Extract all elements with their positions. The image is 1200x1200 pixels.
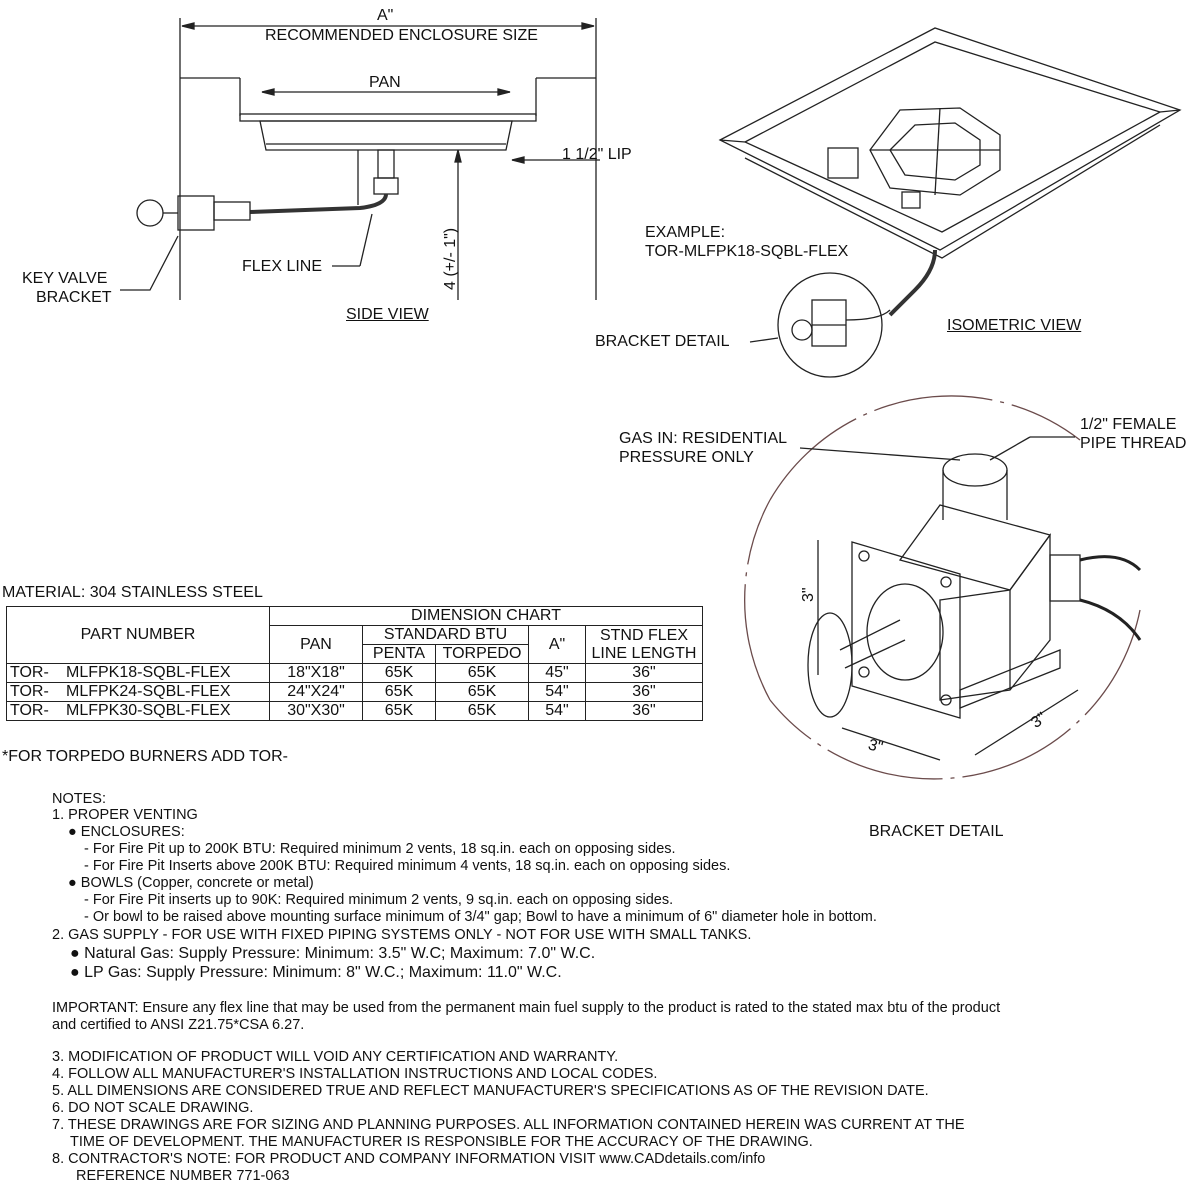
flex-length: 36" [585,701,703,721]
table-row: TOR- MLFPK24-SQBL-FLEX 24"X24" 65K 65K 5… [6,682,703,702]
gas-in-label-2: PRESSURE ONLY [619,449,754,466]
pipe-thread-label-2: PIPE THREAD [1080,435,1187,452]
table-row: TOR- MLFPK30-SQBL-FLEX 30"X30" 65K 65K 5… [6,701,703,721]
dim-a-label: A" [377,7,394,24]
example-part-number: TOR-MLFPK18-SQBL-FLEX [645,243,849,260]
col-penta: PENTA [362,644,436,664]
part-number: MLFPK30-SQBL-FLEX [63,701,270,721]
pan-size: 18"X18" [269,663,363,683]
pipe-thread-label-1: 1/2" FEMALE [1080,416,1177,433]
part-number: MLFPK18-SQBL-FLEX [63,663,270,683]
a-size: 45" [528,663,586,683]
col-flex-length: STND FLEX LINE LENGTH [585,625,703,664]
note-4: 4. FOLLOW ALL MANUFACTURER'S INSTALLATIO… [52,1066,658,1082]
part-prefix: TOR- [6,682,63,702]
flex-length: 36" [585,663,703,683]
bracket-detail-drawing [744,395,1142,780]
note-1a1: - For Fire Pit up to 200K BTU: Required … [84,841,676,857]
a-size: 54" [528,701,586,721]
note-1b2: - Or bowl to be raised above mounting su… [84,909,877,925]
col-pan: PAN [269,625,363,664]
pan-size: 30"X30" [269,701,363,721]
table-footnote: *FOR TORPEDO BURNERS ADD TOR- [2,748,288,765]
lip-label: 1 1/2" LIP [562,146,632,163]
note-2: 2. GAS SUPPLY - FOR USE WITH FIXED PIPIN… [52,927,752,943]
note-8b: REFERENCE NUMBER 771-063 [76,1168,290,1184]
chart-title: DIMENSION CHART [269,606,703,626]
notes-heading: NOTES: [52,791,106,807]
note-5: 5. ALL DIMENSIONS ARE CONSIDERED TRUE AN… [52,1083,929,1099]
torpedo-btu: 65K [435,682,529,702]
dimension-chart: PART NUMBER DIMENSION CHART PAN STANDARD… [6,606,703,721]
note-7b: TIME OF DEVELOPMENT. THE MANUFACTURER IS… [70,1134,813,1150]
note-1b1: - For Fire Pit inserts up to 90K: Requir… [84,892,674,908]
note-8a: 8. CONTRACTOR'S NOTE: FOR PRODUCT AND CO… [52,1151,766,1167]
bracket-detail-title: BRACKET DETAIL [869,823,1004,840]
a-size: 54" [528,682,586,702]
note-1a2: - For Fire Pit Inserts above 200K BTU: R… [84,858,731,874]
material-label: MATERIAL: 304 STAINLESS STEEL [2,584,263,601]
pan-size: 24"X24" [269,682,363,702]
pan-label: PAN [369,74,401,91]
isometric-view-drawing [718,27,1182,378]
note-1b: ● BOWLS (Copper, concrete or metal) [68,875,314,891]
table-row: TOR- MLFPK18-SQBL-FLEX 18"X18" 65K 65K 4… [6,663,703,683]
torpedo-btu: 65K [435,701,529,721]
note-1a: ● ENCLOSURES: [68,824,185,840]
note-7a: 7. THESE DRAWINGS ARE FOR SIZING AND PLA… [52,1117,965,1133]
isometric-view-title: ISOMETRIC VIEW [947,317,1082,334]
col-standard-btu: STANDARD BTU [362,625,529,645]
bracket-detail-small-label: BRACKET DETAIL [595,333,730,350]
side-view-drawing [120,18,600,300]
penta-btu: 65K [362,701,436,721]
torpedo-btu: 65K [435,663,529,683]
part-prefix: TOR- [6,701,63,721]
col-a: A" [528,625,586,664]
key-valve-label-2: BRACKET [36,289,112,306]
bracket-dim-vertical: 3" [800,587,817,602]
note-3: 3. MODIFICATION OF PRODUCT WILL VOID ANY… [52,1049,619,1065]
part-prefix: TOR- [6,663,63,683]
part-number: MLFPK24-SQBL-FLEX [63,682,270,702]
side-view-title: SIDE VIEW [346,306,429,323]
flex-line-label: FLEX LINE [242,258,323,275]
note-6: 6. DO NOT SCALE DRAWING. [52,1100,254,1116]
important-line-1: IMPORTANT: Ensure any flex line that may… [52,1000,1001,1016]
flex-length: 36" [585,682,703,702]
gas-in-label-1: GAS IN: RESIDENTIAL [619,430,788,447]
col-flex-length-1: STND FLEX [599,626,688,644]
key-valve-label-1: KEY VALVE [22,270,108,287]
col-flex-length-2: LINE LENGTH [591,644,697,662]
note-2b: ● LP Gas: Supply Pressure: Minimum: 8" W… [70,964,562,981]
penta-btu: 65K [362,682,436,702]
col-part-number: PART NUMBER [6,606,270,664]
col-torpedo: TORPEDO [435,644,529,664]
important-line-2: and certified to ANSI Z21.75*CSA 6.27. [52,1017,305,1033]
penta-btu: 65K [362,663,436,683]
height-label: 4 (+/- 1") [442,227,459,290]
recommended-enclosure-label: RECOMMENDED ENCLOSURE SIZE [265,27,538,44]
note-1: 1. PROPER VENTING [52,807,198,823]
example-label: EXAMPLE: [645,224,726,241]
note-2a: ● Natural Gas: Supply Pressure: Minimum:… [70,945,596,962]
